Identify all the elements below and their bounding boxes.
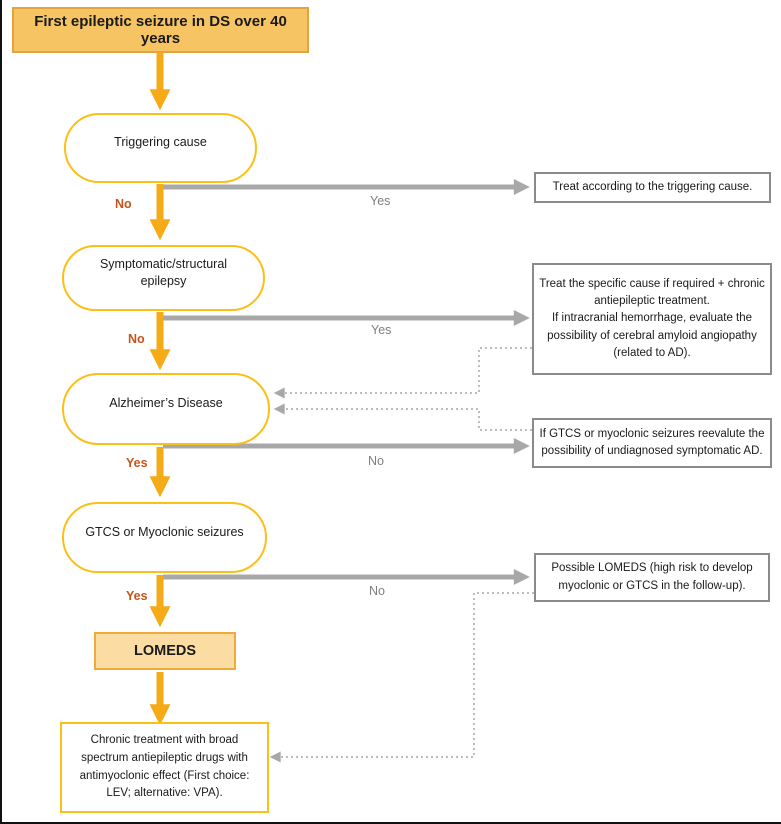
edge-label-gtcs-yes: Yes <box>126 589 148 603</box>
outcome-possible-lomeds: Possible LOMEDS (high risk to develop my… <box>534 553 770 602</box>
edge-label-symptomatic-no: No <box>128 332 145 346</box>
chronic-treatment-node: Chronic treatment with broad spectrum an… <box>60 722 269 813</box>
outcome-treat-specific-cause: Treat the specific cause if required + c… <box>532 263 772 375</box>
lomeds-node: LOMEDS <box>94 632 236 670</box>
edge-label-gtcs-no: No <box>369 584 385 598</box>
start-node: First epileptic seizure in DS over 40 ye… <box>12 7 309 53</box>
edge-label-symptomatic-yes: Yes <box>371 323 392 337</box>
dotted-arrow-gtcsbox-to-alzheimer <box>273 403 532 431</box>
decision-triggering-cause: Triggering cause <box>64 113 257 183</box>
decision-symptomatic-structural-epilepsy: Symptomatic/structural epilepsy <box>62 245 265 311</box>
dotted-arrow-treat-to-alzheimer <box>273 347 532 399</box>
edge-label-triggering-yes: Yes <box>370 194 391 208</box>
edge-label-alzheimer-no: No <box>368 454 384 468</box>
decision-alzheimers-disease: Alzheimer’s Disease <box>62 373 270 445</box>
edge-label-triggering-no: No <box>115 197 132 211</box>
edge-label-alzheimer-yes: Yes <box>126 456 148 470</box>
decision-gtcs-or-myoclonic-seizures: GTCS or Myoclonic seizures <box>62 502 267 573</box>
dotted-arrow-lomedsbox-to-treatment <box>269 592 534 763</box>
outcome-treat-triggering-cause: Treat according to the triggering cause. <box>534 172 771 203</box>
outcome-reevaluate-ad: If GTCS or myoclonic seizures reevalute … <box>532 418 772 468</box>
